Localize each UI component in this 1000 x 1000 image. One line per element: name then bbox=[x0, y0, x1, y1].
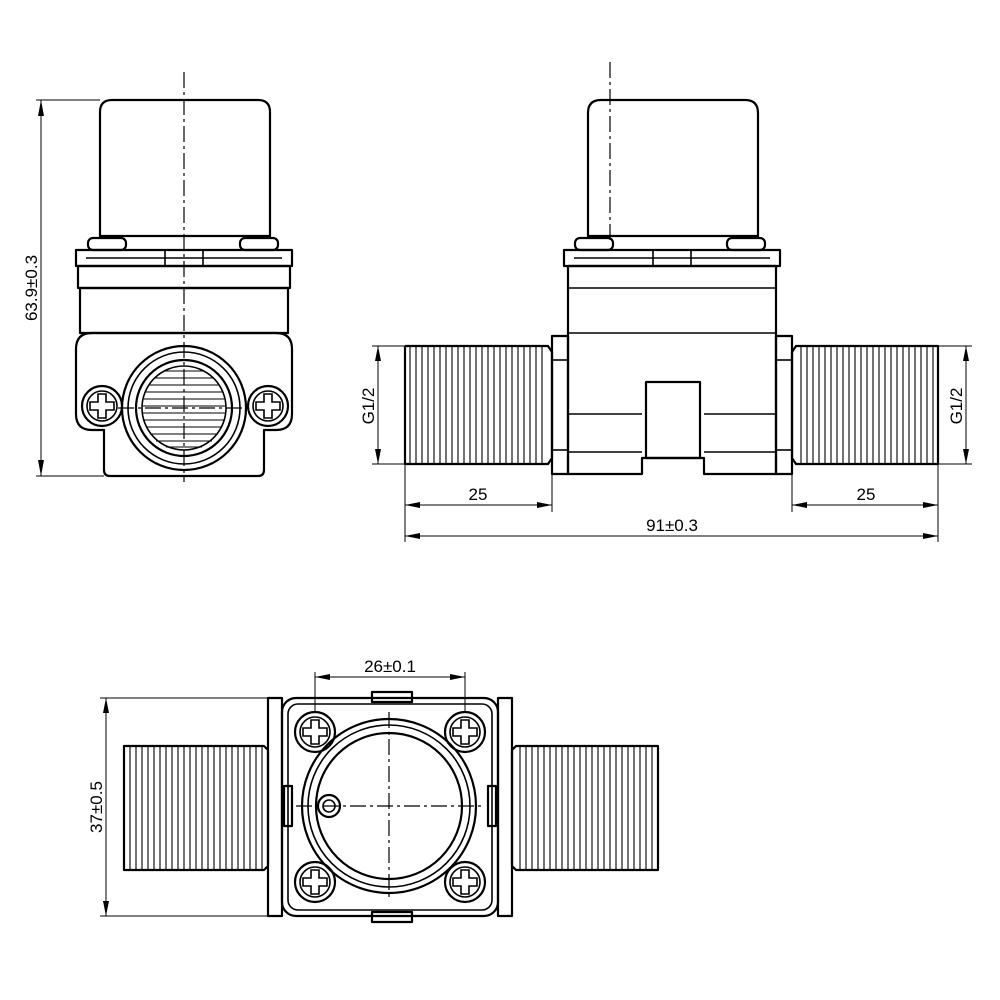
screw-icon bbox=[443, 710, 487, 754]
screw-icon bbox=[293, 710, 337, 754]
screw-icon bbox=[246, 384, 290, 428]
screw-icon bbox=[443, 860, 487, 904]
length-right-label: 25 bbox=[857, 485, 876, 504]
filter-screen bbox=[143, 370, 225, 448]
screw-icon bbox=[293, 860, 337, 904]
dimension-height-label: 63.9±0.3 bbox=[22, 255, 41, 321]
thread-right-top bbox=[510, 744, 660, 872]
thread-size-right-label: G1/2 bbox=[947, 388, 966, 425]
thread-size-left-label: G1/2 bbox=[359, 388, 378, 425]
overall-length-label: 91±0.3 bbox=[646, 516, 698, 535]
length-left-label: 25 bbox=[469, 485, 488, 504]
thread-right bbox=[790, 344, 940, 466]
screw-spacing-label: 26±0.1 bbox=[364, 657, 416, 676]
front-view: 63.9±0.3 bbox=[22, 72, 294, 482]
thread-left-top bbox=[122, 744, 270, 872]
screw-icon bbox=[80, 384, 124, 428]
side-view: G1/2 G1/2 25 25 91±0.3 bbox=[359, 62, 972, 542]
top-view: 26±0.1 37±0.5 bbox=[87, 657, 660, 924]
thread-left bbox=[403, 344, 554, 466]
width-label: 37±0.5 bbox=[87, 781, 106, 833]
